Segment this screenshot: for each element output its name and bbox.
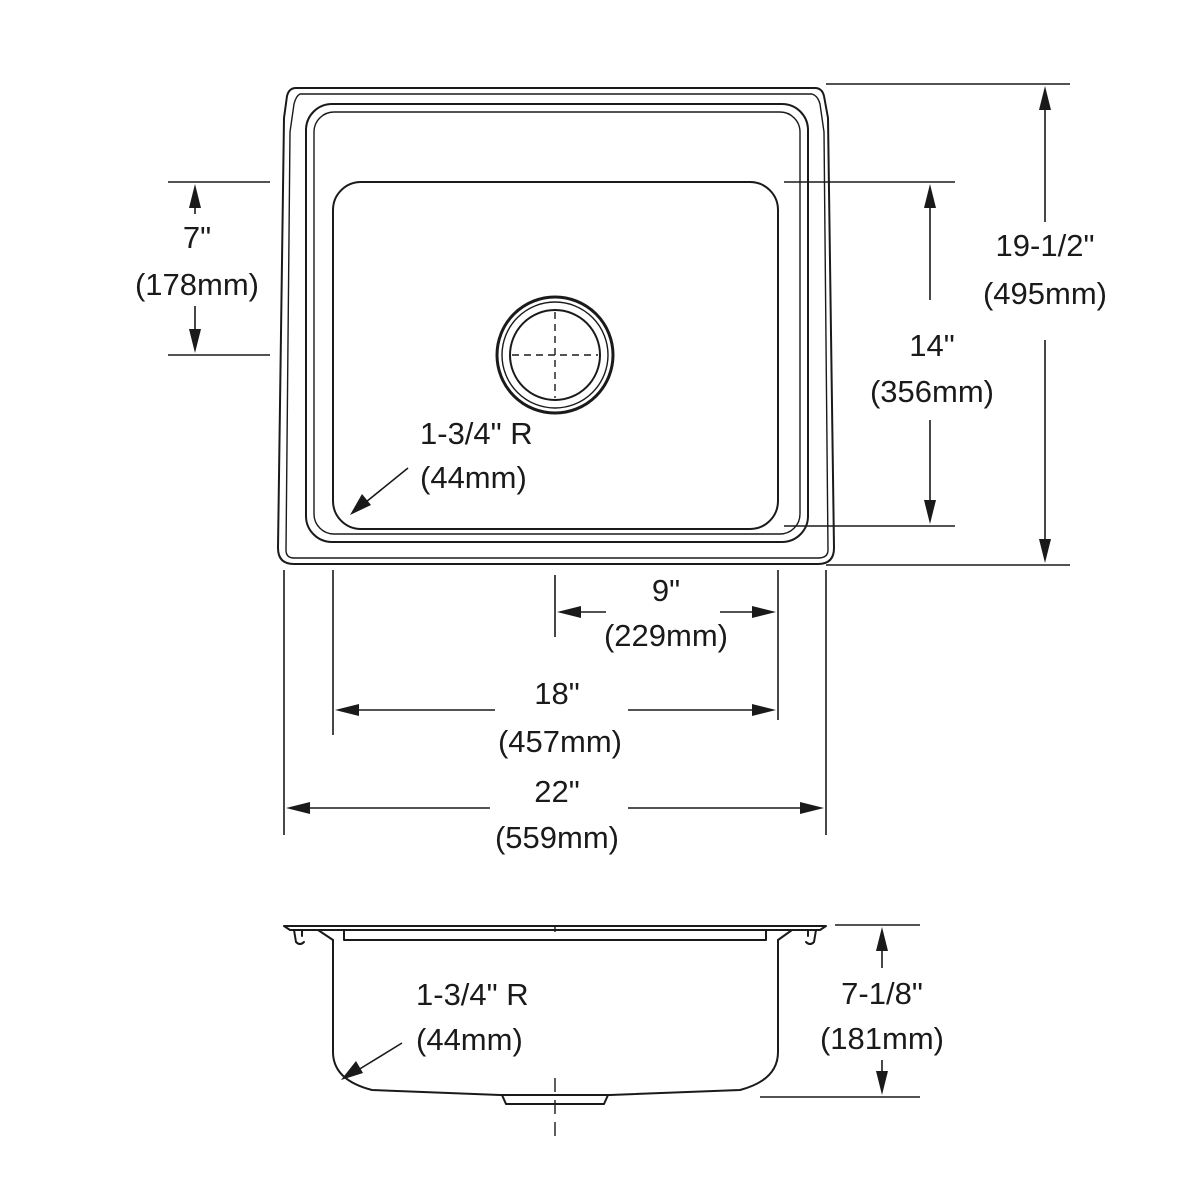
drain-offset-y-metric: (178mm) <box>135 267 259 302</box>
bowl-top-edge-inner <box>313 111 801 535</box>
dimension-corner-radius-top: 1-3/4" R (44mm) <box>350 416 533 515</box>
dimension-overall-depth: 19-1/2" (495mm) <box>983 86 1107 563</box>
sink-rim-inner <box>285 93 829 559</box>
bowl-width-imperial: 18" <box>534 676 580 711</box>
clip-right <box>805 929 817 945</box>
side-rim <box>283 925 827 931</box>
bowl-top-edge <box>305 103 809 543</box>
bowl-width-metric: (457mm) <box>498 724 622 759</box>
overall-width-metric: (559mm) <box>495 820 619 855</box>
drain-offset-x-imperial: 9" <box>652 573 680 608</box>
top-view <box>277 87 835 565</box>
drain-inner <box>509 309 601 401</box>
drain-ring <box>501 301 609 409</box>
dimension-bowl-width: 18" (457mm) <box>335 676 776 759</box>
dimension-drain-offset-x: 9" (229mm) <box>557 573 776 653</box>
dimension-corner-radius-side: 1-3/4" R (44mm) <box>341 977 529 1080</box>
side-view <box>283 925 827 1140</box>
corner-radius-top-metric: (44mm) <box>420 460 527 495</box>
dimension-bowl-depth: 14" (356mm) <box>870 184 994 524</box>
bowl-height-imperial: 7-1/8" <box>841 976 923 1011</box>
dimension-overall-width: 22" (559mm) <box>286 774 824 855</box>
drain-outer <box>495 295 615 415</box>
rim-shoulder-right <box>777 929 793 941</box>
drain-offset-y-imperial: 7" <box>183 220 211 255</box>
corner-radius-top-imperial: 1-3/4" R <box>420 416 533 451</box>
sink-rim-outer <box>277 87 835 565</box>
clip-left <box>293 929 305 945</box>
bowl-height-metric: (181mm) <box>820 1021 944 1056</box>
bowl-bottom <box>332 181 779 530</box>
bowl-depth-imperial: 14" <box>909 328 955 363</box>
rim-shoulder-left <box>317 929 334 941</box>
dimension-drain-offset-y: 7" (178mm) <box>135 184 259 353</box>
corner-radius-side-metric: (44mm) <box>416 1022 523 1057</box>
drain-offset-x-metric: (229mm) <box>604 618 728 653</box>
corner-radius-side-imperial: 1-3/4" R <box>416 977 529 1012</box>
overall-depth-metric: (495mm) <box>983 276 1107 311</box>
side-bowl-profile <box>332 939 779 1096</box>
overall-depth-imperial: 19-1/2" <box>996 228 1095 263</box>
bowl-depth-metric: (356mm) <box>870 374 994 409</box>
extension-lines <box>168 83 1070 835</box>
dimension-bowl-height: 7-1/8" (181mm) <box>760 924 944 1098</box>
overall-width-imperial: 22" <box>534 774 580 809</box>
